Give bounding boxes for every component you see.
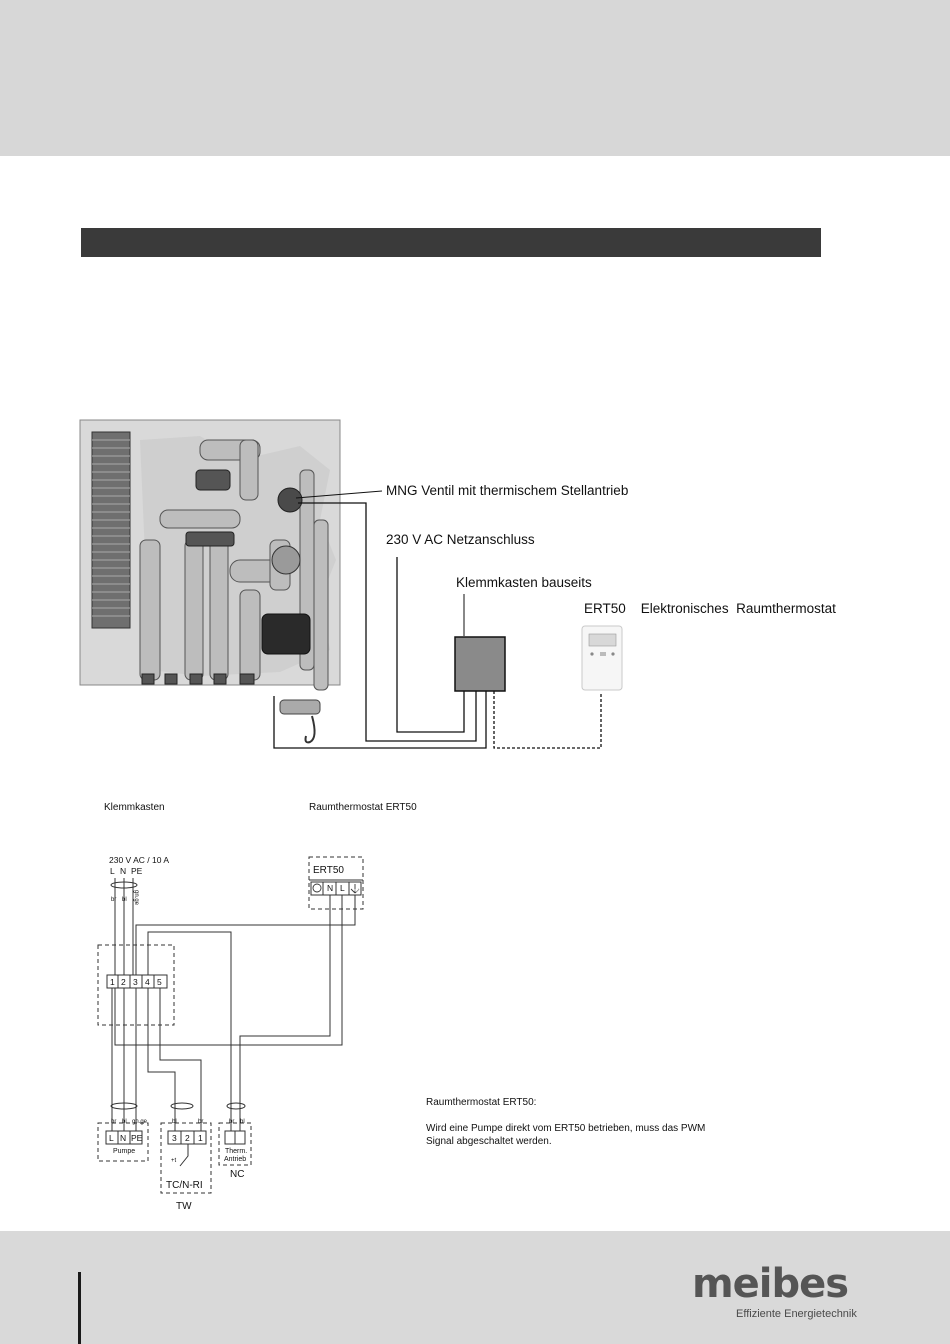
schematic-right-title: Raumthermostat ERT50 [309,802,417,813]
supply-wire-code: br [111,897,117,903]
brand-wordmark: meibes [692,1261,849,1307]
mains-label: 230 V AC Netzanschluss [386,532,535,547]
tw-wire-code: br [198,1119,204,1125]
tw-terminal-2: 2 [185,1133,190,1143]
supply-wire-code: gn.ge [133,890,139,906]
ert50-terminal-l: L [340,883,345,893]
tw-terminal-1: 1 [198,1133,203,1143]
pump-terminal-pe: PE [131,1133,143,1143]
header-band [0,0,950,156]
supply-label: 230 V AC / 10 A [109,855,170,865]
note-block: Raumthermostat ERT50: Wird eine Pumpe di… [426,1096,756,1148]
pump-wire-code: bl [122,1119,127,1125]
nc-wire-code: bl [240,1119,245,1125]
pump-terminal-n: N [120,1133,127,1143]
note-title: Raumthermostat ERT50: [426,1097,537,1108]
supply-conductor-l: L [110,866,115,876]
pump-wire-code: gn.ge [132,1119,148,1125]
heating-station-illustration [79,419,341,744]
pump-terminal-l: L [109,1133,114,1143]
ert50-title: ERT50 [313,865,344,876]
terminal-5: 5 [157,977,162,987]
supply-conductor-pe: PE [131,866,143,876]
tw-contact-label: +t [171,1158,177,1164]
tw-terminal-3: 3 [172,1133,177,1143]
tw-device-label: TC/N-RI [166,1180,203,1191]
supply-conductor-n: N [120,866,127,876]
nc-wire-code: br [229,1119,235,1125]
footer-rule [78,1272,81,1344]
brand-logo: meibes Effiziente Energietechnik [692,1262,882,1332]
terminal-4: 4 [145,977,150,987]
valve-label: MNG Ventil mit thermischem Stellantrieb [386,483,629,498]
section-title-bar [81,228,821,257]
terminal-2: 2 [121,977,126,987]
ert50-terminal-n: N [327,883,334,893]
ert50-terminal-ground: ⏚ [352,884,361,894]
brand-tagline: Effiziente Energietechnik [736,1308,857,1320]
terminal-3: 3 [133,977,138,987]
tw-wire-code: bl [172,1119,177,1125]
pump-wire-code: br [111,1119,117,1125]
schematic-left-title: Klemmkasten [104,802,165,813]
nc-label-line2: Antrieb [224,1156,247,1163]
pump-label: Pumpe [113,1148,136,1155]
thermostat-label: ERT50 Elektronisches Raumthermostat [584,601,836,616]
note-body: Wird eine Pumpe direkt vom ERT50 betrieb… [426,1123,706,1147]
supply-wire-code: bl [122,897,127,903]
ert50-device [581,625,623,691]
junction-box-label: Klemmkasten bauseits [456,575,592,590]
nc-label-line1: Therm. [225,1148,248,1155]
nc-caption: NC [230,1169,245,1180]
tw-caption: TW [176,1201,192,1212]
terminal-1: 1 [110,977,115,987]
junction-box [454,636,506,692]
ert50-terminal-clock: ◷ [314,883,321,892]
footer-band [0,1231,950,1344]
